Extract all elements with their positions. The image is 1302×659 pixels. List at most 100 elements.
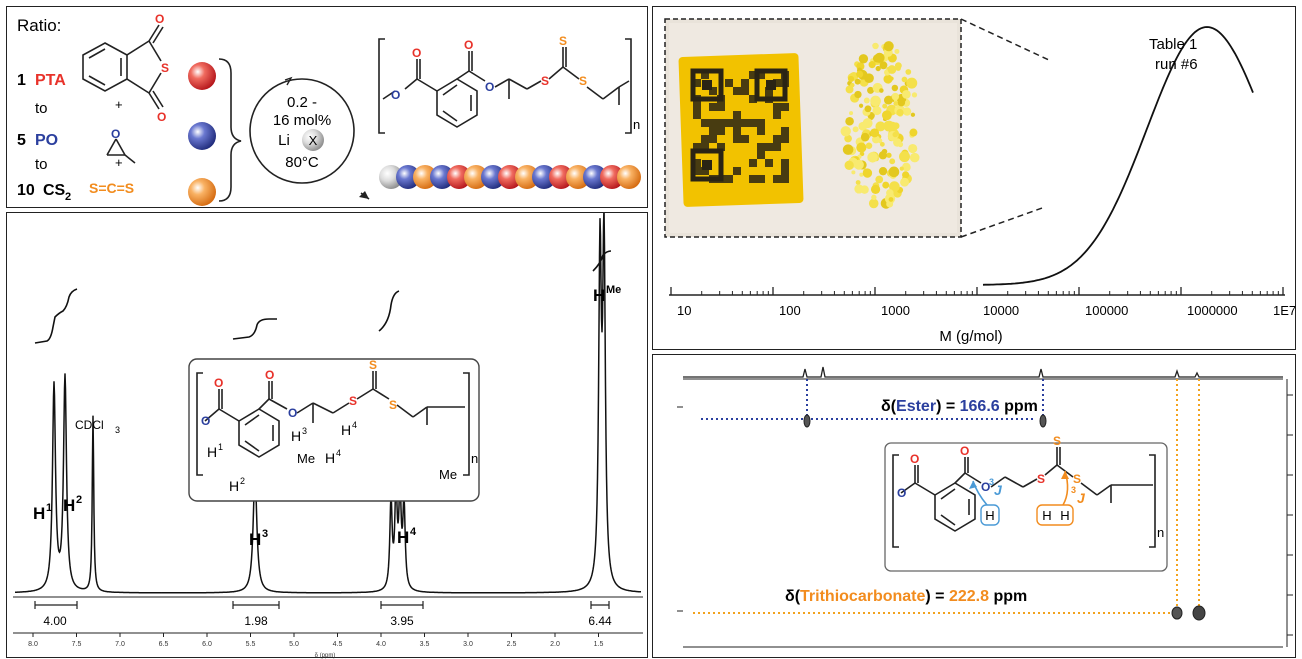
struct-h1: H	[207, 444, 217, 460]
ppm-tick-label: 7.5	[72, 641, 82, 648]
integral-value-2: 1.98	[244, 614, 268, 628]
gpc-tick-label: 1E7	[1273, 303, 1296, 318]
struct-h4a: H	[341, 422, 351, 438]
zoom-line-bottom	[960, 206, 1046, 238]
catalyst-circle	[249, 76, 370, 200]
product-oxygen-3: O	[464, 38, 473, 52]
bead	[464, 165, 488, 189]
ester-delta: δ(	[881, 398, 897, 415]
product-sulfur-3: S	[579, 74, 587, 88]
phthalic-thioanhydride-structure	[82, 24, 164, 110]
solvent-label: CDCl	[75, 418, 104, 432]
ester-guides	[701, 379, 1044, 420]
struct-me-2: Me	[439, 467, 457, 482]
peak-label-h3: H	[249, 530, 261, 549]
ester-eq: ) =	[936, 398, 960, 415]
pta-number: 1	[17, 72, 26, 89]
product-sulfur-1: S	[541, 74, 549, 88]
peak-label-h2-sup: 2	[76, 494, 82, 506]
ester-crosspeaks	[803, 414, 1047, 428]
propylene-oxide-structure	[106, 138, 136, 164]
hmbc-projection	[683, 366, 1283, 378]
ppm-tick-label: 5.5	[246, 641, 256, 648]
po-number: 5	[17, 132, 26, 149]
bead	[498, 165, 522, 189]
h-label-blue: H	[985, 508, 994, 523]
ester-name: Ester	[896, 398, 936, 415]
po-label: PO	[35, 132, 58, 149]
hmbc-oxygen-2: O	[910, 452, 919, 466]
ppm-tick-label: 6.0	[202, 641, 212, 648]
bead	[413, 165, 437, 189]
bead	[481, 165, 505, 189]
product-subscript-n: n	[633, 117, 640, 132]
hmbc-sulfur-1: S	[1037, 472, 1045, 486]
product-oxygen-1: O	[391, 88, 400, 102]
ppm-tick-label: 3.0	[463, 641, 473, 648]
inset-subscript-n: n	[471, 451, 478, 466]
struct-h2-sup: 2	[240, 476, 245, 486]
struct-h3-sup: 3	[302, 426, 307, 436]
struct-me-1: Me	[297, 451, 315, 466]
tc-value: 222.8	[949, 588, 989, 605]
integral-value-3: 3.95	[390, 614, 414, 628]
inset-oxygen-4: O	[288, 406, 297, 420]
pta-sphere	[188, 62, 216, 90]
h-label-orange-2: H	[1060, 508, 1069, 523]
j-label-orange: J	[1077, 490, 1086, 506]
hmbc-oxygen-4: O	[981, 480, 990, 494]
hmbc-right-ticks	[1287, 394, 1293, 636]
bead	[583, 165, 607, 189]
cs2-number: 10	[17, 182, 35, 199]
gpc-trace	[982, 26, 1254, 286]
plus-text-2: +	[115, 155, 123, 170]
pta-oxygen-top: O	[155, 12, 164, 26]
ppm-tick-label: 4.0	[376, 641, 386, 648]
hmbc-subscript-n: n	[1157, 525, 1164, 540]
bead	[379, 165, 403, 189]
to-text-2: to	[35, 156, 48, 173]
nmr-1h-panel: H 1 H 2 CDCl 3 H 3 H 4 H Me	[6, 212, 648, 659]
product-oxygen-2: O	[412, 46, 421, 60]
integral-value-4: 6.44	[588, 614, 612, 628]
trithiocarbonate-guides	[693, 379, 1200, 614]
brace	[218, 58, 242, 202]
cs2-formula: S=C=S	[89, 180, 134, 196]
ppm-axis-label: δ (ppm)	[315, 653, 336, 659]
pta-label: PTA	[35, 72, 66, 89]
catalyst-temperature: 80°C	[285, 154, 319, 171]
bead	[430, 165, 454, 189]
po-oxygen: O	[111, 127, 120, 141]
nmr-1h-spectrum	[15, 213, 641, 594]
peak-label-h4: H	[397, 528, 409, 547]
hmbc-svg: δ(Ester) = 166.6 ppm δ(Trithiocarbonate)…	[677, 366, 1293, 648]
bead	[600, 165, 624, 189]
trithiocarbonate-annotation: δ(Trithiocarbonate) = 222.8 ppm	[785, 588, 1027, 605]
peak-label-hme: H	[593, 286, 605, 305]
solvent-subscript: 3	[115, 425, 120, 435]
polymer-product-structure	[378, 38, 632, 134]
h-label-orange-1: H	[1042, 508, 1051, 523]
peak-label-h1-sup: 1	[46, 502, 52, 514]
gpc-tick-label: 1000000	[1187, 303, 1238, 318]
ester-annotation: δ(Ester) = 166.6 ppm	[881, 398, 1038, 415]
catalyst-loading-line1: 0.2 -	[287, 94, 317, 111]
bead	[549, 165, 573, 189]
peak-label-h1: H	[33, 504, 45, 523]
gpc-annotation-line2: run #6	[1155, 56, 1198, 73]
cs2-label: CS	[43, 182, 66, 199]
catalyst-li: Li	[278, 132, 290, 149]
inset-oxygen-1: O	[201, 414, 210, 428]
ppm-tick-label: 6.5	[159, 641, 169, 648]
struct-h4a-sup: 4	[352, 420, 357, 430]
qr-code-pattern	[690, 68, 789, 183]
ester-unit: ppm	[1000, 398, 1038, 415]
cs2-sphere	[188, 178, 216, 206]
h-box-blue	[980, 504, 1000, 526]
inset-oxygen-3: O	[265, 368, 274, 382]
zoom-line-top	[960, 18, 1052, 62]
